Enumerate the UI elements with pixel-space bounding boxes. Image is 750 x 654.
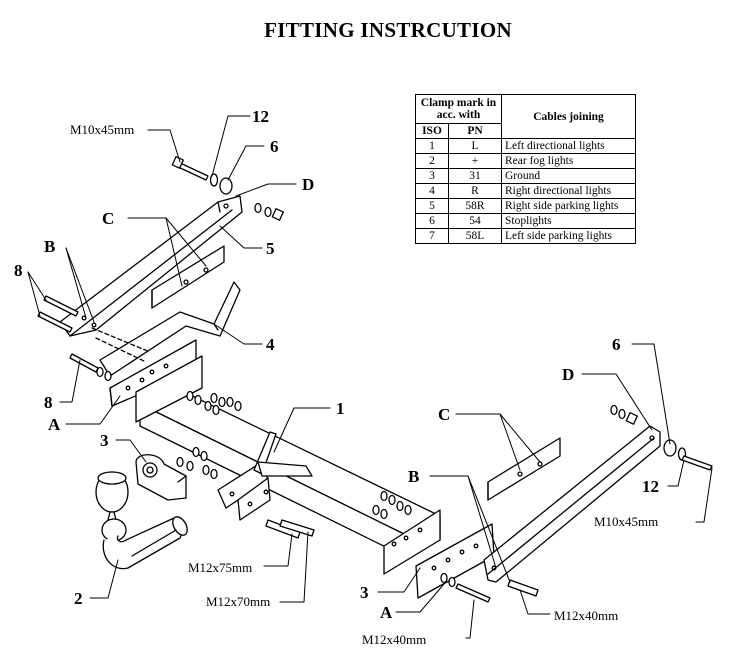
label-B-left: B bbox=[44, 237, 55, 256]
left-spacer-plate bbox=[151, 245, 225, 309]
right-flange-plate bbox=[383, 509, 441, 575]
label-D-right: D bbox=[562, 365, 574, 384]
label-3-left: 3 bbox=[100, 431, 109, 450]
left-side-bracket bbox=[59, 195, 243, 337]
right-spacer-plate bbox=[487, 437, 561, 501]
label-m12x75: M12x75mm bbox=[188, 560, 252, 575]
label-6-top: 6 bbox=[270, 137, 279, 156]
pn-header: PN bbox=[448, 123, 502, 139]
label-m12x40-right: M12x40mm bbox=[554, 608, 618, 623]
label-m10x45-right: M10x45mm bbox=[594, 514, 658, 529]
label-5: 5 bbox=[266, 239, 275, 258]
right-side-bracket bbox=[483, 425, 661, 583]
left-flange-plate bbox=[135, 355, 203, 423]
label-6-right: 6 bbox=[612, 335, 621, 354]
label-A-left: A bbox=[48, 415, 61, 434]
label-3-right: 3 bbox=[360, 583, 369, 602]
label-8-lower: 8 bbox=[44, 393, 53, 412]
cable-legend-table: Clamp mark in acc. with Cables joining I… bbox=[415, 94, 636, 244]
label-C-left: C bbox=[102, 209, 114, 228]
page-title: FITTING INSTRCUTION bbox=[264, 18, 512, 42]
socket-plate bbox=[135, 454, 187, 501]
label-4: 4 bbox=[266, 335, 275, 354]
label-m12x70: M12x70mm bbox=[206, 594, 270, 609]
part-labels: 12 6 D C B 5 8 4 8 A 3 1 2 C B 3 A D 6 1… bbox=[14, 107, 659, 647]
label-C-right: C bbox=[438, 405, 450, 424]
label-8-upper: 8 bbox=[14, 261, 23, 280]
hardware-bolts bbox=[37, 156, 713, 603]
label-2: 2 bbox=[74, 589, 83, 608]
label-B-right: B bbox=[408, 467, 419, 486]
label-m12x40-bottom: M12x40mm bbox=[362, 632, 426, 647]
label-12-right: 12 bbox=[642, 477, 659, 496]
label-A-right: A bbox=[380, 603, 393, 622]
tow-mount-plate bbox=[217, 431, 313, 521]
label-1: 1 bbox=[336, 399, 345, 418]
label-D-top: D bbox=[302, 175, 314, 194]
cables-header: Cables joining bbox=[501, 94, 636, 139]
clamp-header: Clamp mark in acc. with bbox=[415, 94, 502, 124]
tow-ball bbox=[95, 471, 188, 570]
label-12-top: 12 bbox=[252, 107, 269, 126]
label-m10x45-left: M10x45mm bbox=[70, 122, 134, 137]
leader-lines bbox=[27, 115, 713, 639]
